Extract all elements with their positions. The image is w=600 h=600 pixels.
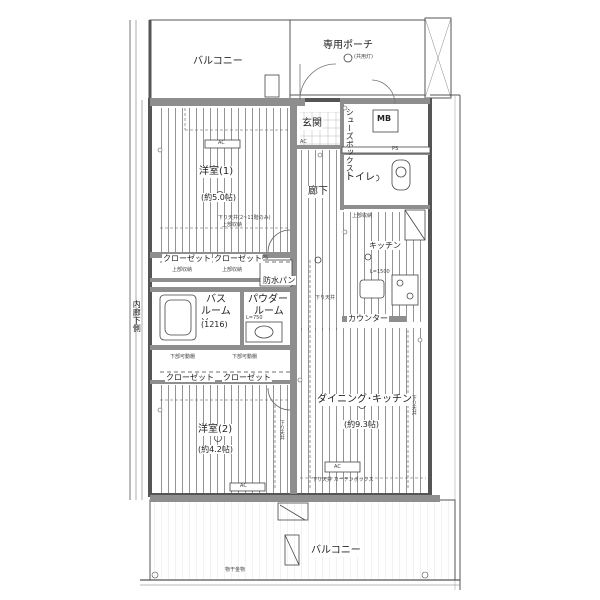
bathroom-size: (1216) xyxy=(200,320,229,330)
entrance-label: 玄関 xyxy=(301,118,323,130)
kitchen-sink xyxy=(359,279,385,299)
powder-room-label-2: ルーム xyxy=(253,306,285,318)
ac-hall-label: AC xyxy=(300,139,307,145)
hanging-hardware-label: 物干金物 xyxy=(225,567,246,573)
light-kitchen xyxy=(364,253,372,261)
upper-storage-room1: 上部収納 xyxy=(222,222,243,228)
waterproof-pan-label: 防水パン xyxy=(262,276,297,286)
ps-mid-label: PS xyxy=(262,255,269,261)
bathtub xyxy=(159,294,197,341)
room-floors xyxy=(155,108,426,493)
dining-kitchen-size: (約9.3帖) xyxy=(343,420,380,430)
hallway-label: 廊下 xyxy=(307,186,329,198)
porch-area xyxy=(289,19,431,96)
structure xyxy=(129,17,461,590)
dining-floor xyxy=(298,328,426,493)
closet-2a-shelf: 下部可動棚 xyxy=(170,354,196,360)
dining-down-ceiling: 下り天井 xyxy=(410,395,417,415)
balcony-bottom-area xyxy=(149,499,456,581)
western-room-2-floor xyxy=(155,385,290,493)
toilet-label: トイレ xyxy=(344,172,376,184)
western-room-2-size: (約4.2帖) xyxy=(197,445,234,455)
ps-top-label: PS xyxy=(392,146,399,152)
powder-room-label-1: パウダー xyxy=(247,294,289,306)
kitchen-label: キッチン xyxy=(368,241,402,251)
counter-label: カウンター xyxy=(347,314,389,324)
porch-light-label: (共用灯) xyxy=(354,54,373,60)
dining-kitchen-label: ダイニング･キッチン xyxy=(316,394,413,406)
kitchen-stove xyxy=(391,274,419,306)
hall-down-ceiling: 下り天井 xyxy=(315,295,336,301)
closet-1a-label: クローゼット xyxy=(162,254,212,264)
ac-room1-label: AC xyxy=(218,140,225,146)
bathroom-label-2: ルーム xyxy=(200,306,232,318)
ac-dining xyxy=(324,461,361,473)
closet-2a-label: クローゼット xyxy=(165,373,215,383)
bathroom-label-1: バス xyxy=(205,294,227,306)
kitchen-l1500: L=1500 xyxy=(370,269,390,275)
balcony-bottom-label: バルコニー xyxy=(310,545,362,557)
western-room-1-size: (約5.0帖) xyxy=(200,193,237,203)
curtain-box-label: 下り天井 カーテンボックス xyxy=(312,477,374,483)
mb-box xyxy=(372,109,399,133)
porch-label: 専用ポーチ xyxy=(323,40,373,51)
wash-basin xyxy=(245,321,283,343)
ac-room2 xyxy=(229,482,266,492)
closet-1b-label: クローゼット xyxy=(213,254,263,264)
closet-2b-label: クローゼット xyxy=(222,373,272,383)
mb-label: MB xyxy=(377,114,392,123)
ac-dining-label: AC xyxy=(334,464,341,470)
western-room-2-label: 洋室(2) xyxy=(197,424,234,436)
kitchen-upper-storage: 上部収納 xyxy=(352,213,373,219)
shoe-closet-label: シューズボックス xyxy=(345,108,355,172)
ac-room2-label: AC xyxy=(240,483,247,489)
western-room-1-floor xyxy=(155,108,290,256)
closet-1b-storage: 上部収納 xyxy=(222,267,243,273)
ac-room1 xyxy=(204,139,241,149)
closet-1a-storage: 上部収納 xyxy=(172,267,193,273)
room2-down-ceiling: 下り天井 xyxy=(278,420,285,440)
light-hall xyxy=(314,256,322,264)
down-ceiling-range-label: 下り天井(2~11階のみ) xyxy=(218,215,271,221)
ceiling-lines xyxy=(160,108,426,490)
outlets xyxy=(157,105,423,413)
fixtures xyxy=(159,53,431,566)
closet-2b-shelf: 下部可動棚 xyxy=(232,354,258,360)
toilet-fixture xyxy=(391,159,411,191)
inner-hall-label: 内廊下側 xyxy=(132,300,142,332)
balcony-top-label: バルコニー xyxy=(193,56,243,67)
western-room-1-label: 洋室(1) xyxy=(198,166,235,178)
hallway-floor xyxy=(298,150,340,330)
powder-l750: L=750 xyxy=(246,315,263,321)
